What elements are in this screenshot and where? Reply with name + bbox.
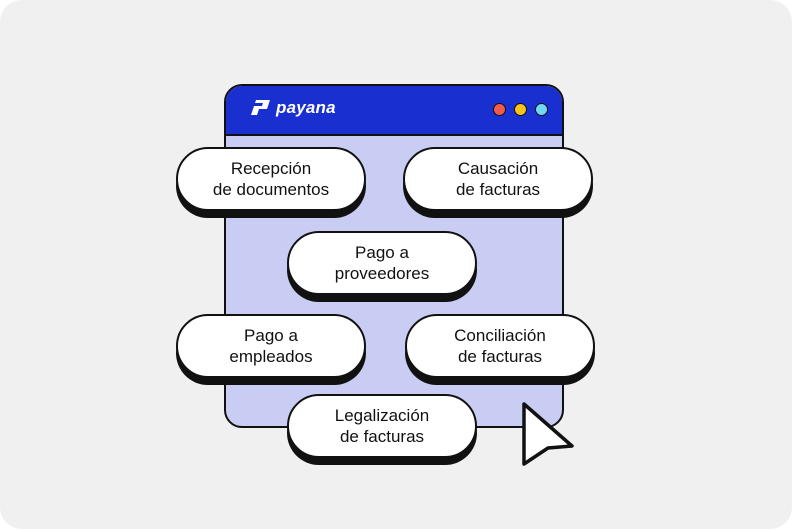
payana-logo-icon xyxy=(251,100,270,115)
mouse-pointer-icon xyxy=(522,402,574,466)
feature-pill-conciliacion[interactable]: Conciliación de facturas xyxy=(405,314,595,378)
feature-pill-pago-empleados[interactable]: Pago a empleados xyxy=(176,314,366,378)
feature-pill-pago-proveedores[interactable]: Pago a proveedores xyxy=(287,231,477,295)
feature-pill-legalizacion[interactable]: Legalización de facturas xyxy=(287,394,477,458)
feature-label: Pago a proveedores xyxy=(334,243,430,283)
feature-label: Legalización de facturas xyxy=(334,406,430,446)
payana-logo: payana xyxy=(250,98,336,118)
window-dot-red[interactable] xyxy=(493,103,506,116)
window-controls xyxy=(493,103,548,116)
feature-pill-recepcion[interactable]: Recepción de documentos xyxy=(176,147,366,211)
feature-label: Conciliación de facturas xyxy=(454,326,546,366)
window-dot-cyan[interactable] xyxy=(535,103,548,116)
feature-label: Causación de facturas xyxy=(455,159,541,199)
window-dot-yellow[interactable] xyxy=(514,103,527,116)
window-titlebar: payana xyxy=(226,86,562,136)
feature-label: Pago a empleados xyxy=(229,326,313,366)
brand-name: payana xyxy=(276,98,336,117)
feature-pill-causacion[interactable]: Causación de facturas xyxy=(403,147,593,211)
feature-label: Recepción de documentos xyxy=(212,159,330,199)
